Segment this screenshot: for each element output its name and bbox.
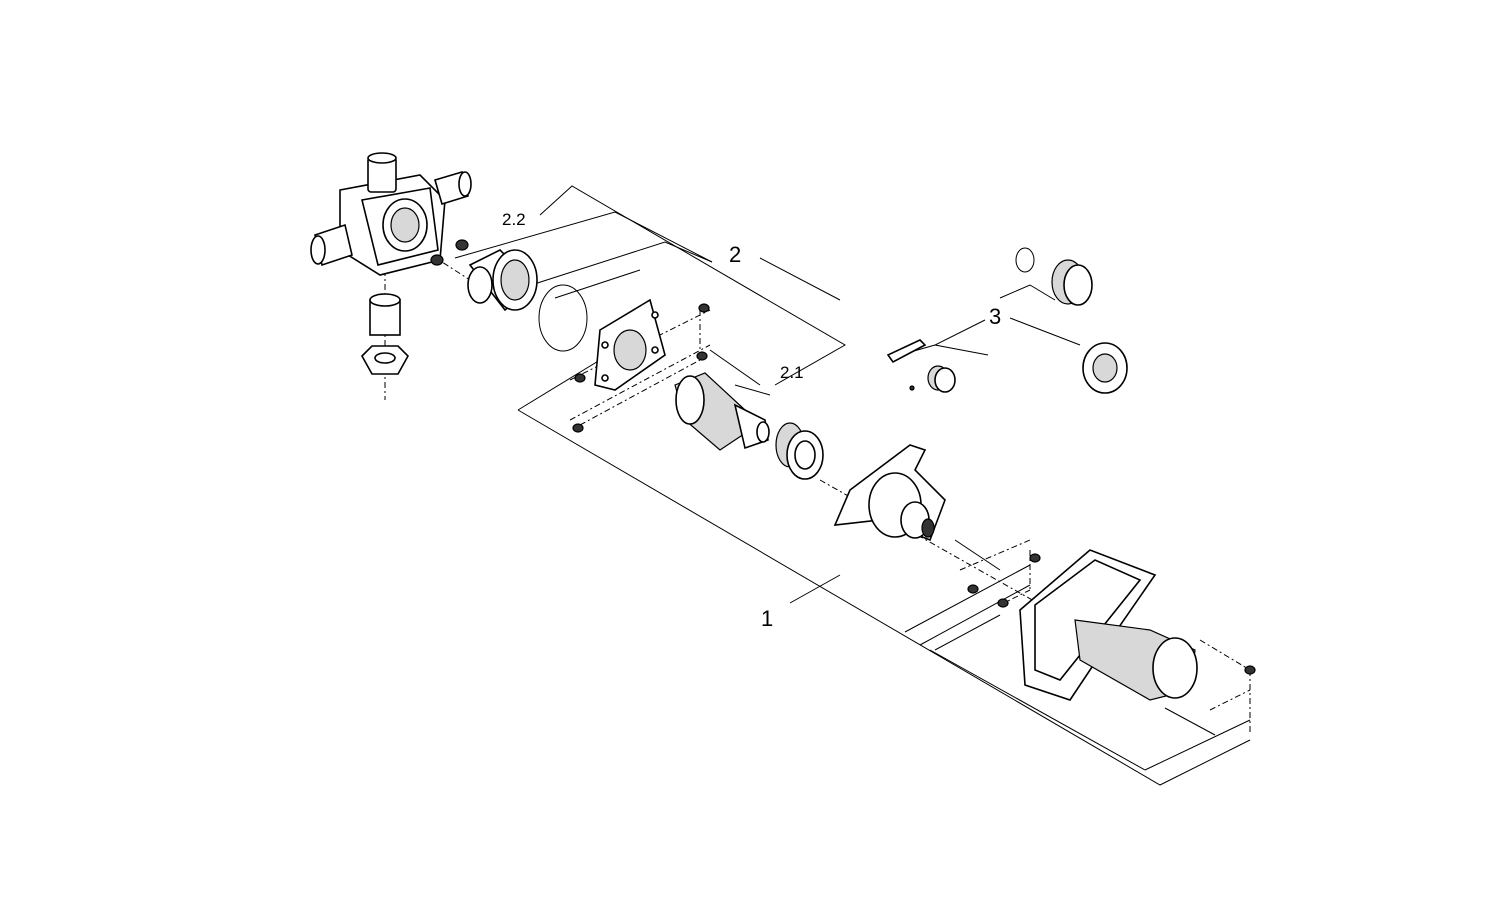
leader-lines-2 bbox=[454, 185, 847, 396]
label-2-1: 2.1 bbox=[780, 363, 804, 382]
rough-in-body bbox=[833, 444, 946, 542]
label-3: 3 bbox=[989, 304, 1001, 329]
long-screws bbox=[954, 539, 1256, 736]
label-2: 2 bbox=[729, 242, 741, 267]
nipple-fitting bbox=[361, 293, 409, 375]
o-ring bbox=[538, 284, 588, 352]
plaster-guard bbox=[1019, 549, 1198, 701]
label-1: 1 bbox=[761, 606, 773, 631]
label-2-2: 2.2 bbox=[502, 210, 526, 229]
plate-screws bbox=[572, 303, 710, 433]
valve-body bbox=[310, 152, 472, 276]
screws-2-2 bbox=[430, 239, 469, 266]
mounting-plate bbox=[594, 298, 666, 391]
leader-lines-1 bbox=[517, 359, 1251, 786]
adapter-ring bbox=[467, 249, 538, 312]
cartridge bbox=[674, 372, 770, 451]
handle-parts bbox=[886, 247, 1128, 394]
threaded-nut bbox=[775, 422, 824, 480]
